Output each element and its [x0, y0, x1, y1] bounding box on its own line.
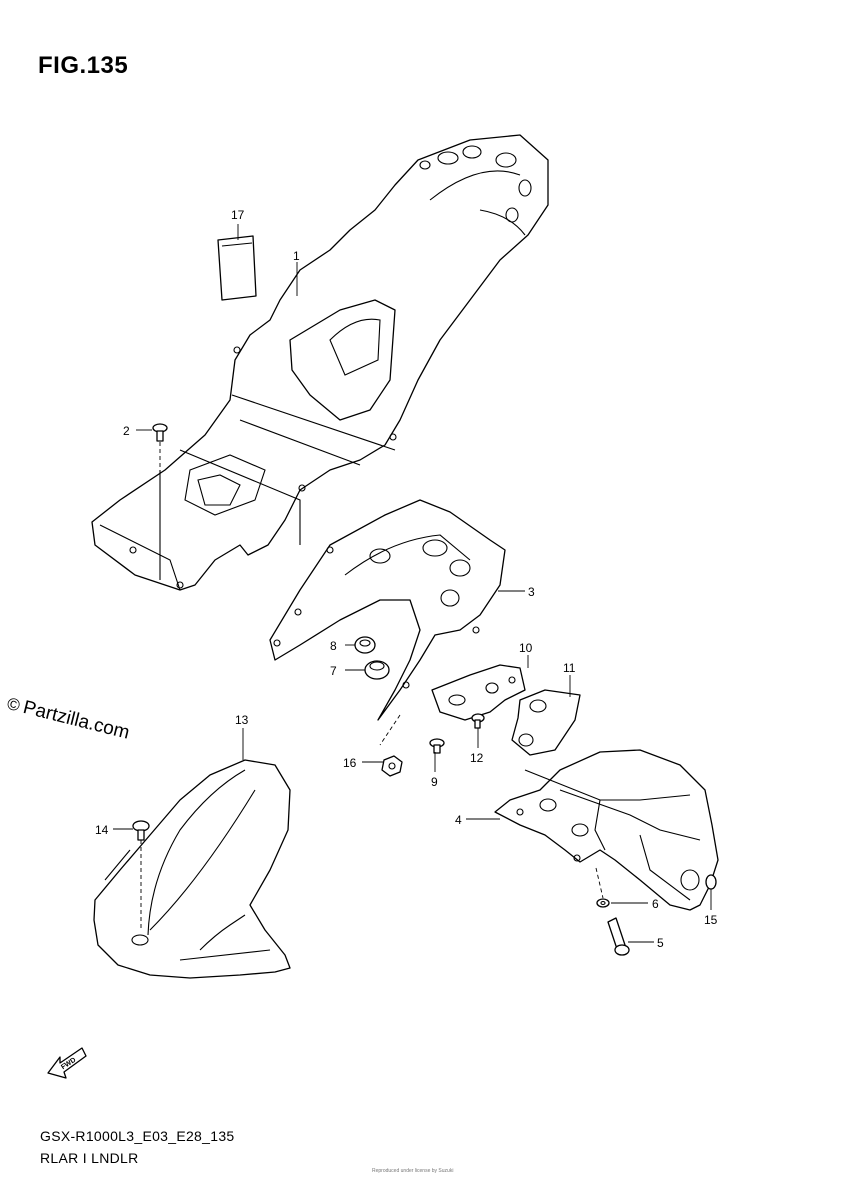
part-8-grommet: [354, 636, 376, 654]
part-13-front-fender: [93, 759, 291, 979]
part-2-bolt: [152, 423, 168, 442]
part-6-washer: [596, 898, 610, 908]
callout-5: 5: [657, 936, 664, 950]
part-12-screw: [471, 713, 485, 729]
part-15-clip: [705, 874, 717, 890]
callout-4: 4: [455, 813, 462, 827]
model-code: GSX-R1000L3_E03_E28_135: [40, 1128, 235, 1144]
callout-8: 8: [330, 639, 337, 653]
callout-7: 7: [330, 664, 337, 678]
callout-2: 2: [123, 424, 130, 438]
part-3-fender-bracket: [269, 499, 506, 721]
leader-lines: [113, 224, 712, 943]
part-14-bolt: [132, 820, 150, 841]
callout-11: 11: [563, 661, 576, 675]
part-16-nut: [381, 755, 403, 777]
callout-10: 10: [519, 641, 533, 655]
callout-12: 12: [470, 751, 484, 765]
callout-labels: 17 1 2 3 8 7 10 11 12 9 16 4 6 5 15 13 1…: [95, 208, 718, 950]
fine-print: Reproduced under license by Suzuki: [372, 1168, 454, 1174]
part-11-bracket: [511, 689, 581, 756]
fwd-arrow-icon: FWD: [47, 1047, 87, 1079]
callout-13: 13: [235, 713, 249, 727]
section-name: RLAR I LNDLR: [40, 1150, 139, 1166]
callout-17: 17: [231, 208, 245, 222]
part-4-fender-extension: [494, 749, 719, 911]
callout-6: 6: [652, 897, 659, 911]
callout-1: 1: [293, 249, 300, 263]
callout-15: 15: [704, 913, 718, 927]
part-1-rear-fender: [91, 134, 549, 591]
part-17-label-plate: [217, 235, 257, 301]
callout-9: 9: [431, 775, 438, 789]
part-5-bolt: [607, 917, 630, 956]
callout-3: 3: [528, 585, 535, 599]
callout-16: 16: [343, 756, 357, 770]
callout-14: 14: [95, 823, 109, 837]
figure-title: FIG.135: [38, 52, 129, 79]
part-7-cushion: [364, 660, 390, 680]
part-10-bracket: [431, 664, 526, 721]
part-9-screw: [429, 738, 445, 754]
